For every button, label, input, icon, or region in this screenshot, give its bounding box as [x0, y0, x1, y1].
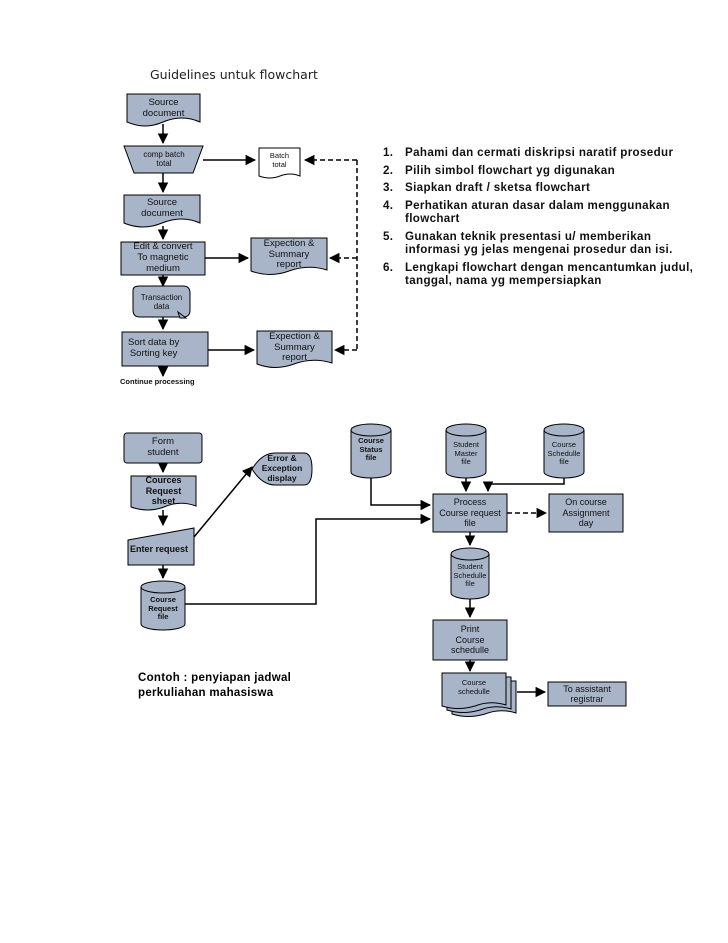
comp-batch-shape	[123, 145, 204, 174]
course-request-sheet-shape	[130, 475, 197, 511]
guideline-item: 2.Pilih simbol flowchart yg digunakan	[383, 163, 616, 177]
transaction-data-label: Transaction data	[140, 292, 183, 311]
on-course-assignment-shape	[548, 493, 624, 533]
error-exception-label: Error & Exception display	[261, 453, 303, 483]
student-master-file-label: Student Master file	[453, 440, 479, 467]
exception-report-2-label: Expection & Summary report	[269, 330, 320, 364]
student-schedule-file-shape	[450, 554, 490, 600]
source-document-1-shape	[126, 93, 201, 127]
page-title: Guidelines untuk flowchart	[150, 67, 318, 82]
guideline-item: 6.Lengkapi flowchart dengan mencantumkan…	[383, 260, 694, 288]
to-assistant-registrar-shape	[547, 681, 627, 707]
print-course-schedule-label: Print Course schedulle	[450, 624, 490, 656]
edit-convert-label: Edit & convert To magnetic medium	[133, 241, 193, 274]
enter-request-shape	[127, 527, 195, 566]
course-schedule-document-shape	[441, 672, 507, 709]
continue-processing-label: Continue processing	[120, 376, 195, 386]
exception-report-1-label: Expection & Summary report	[263, 237, 315, 271]
student-master-file-shape	[445, 430, 487, 479]
course-status-file-label: Course Status file	[358, 436, 384, 463]
guideline-item: 5.Gunakan teknik presentasi u/ memberika…	[383, 229, 673, 257]
course-status-file-shape	[350, 430, 392, 479]
example-caption: Contoh : penyiapan jadwal perkuliahan ma…	[138, 672, 292, 699]
source-document-2-label: Source document	[141, 197, 183, 219]
on-course-assignment-label: On course Assignment day	[562, 497, 610, 529]
guideline-item: 4.Perhatikan aturan dasar dalam mengguna…	[383, 198, 670, 226]
course-schedule-file-label: Course Schedulle file	[547, 440, 581, 467]
course-schedule-document-label: Course schedulle	[458, 678, 490, 696]
enter-request-label: Enter request	[130, 543, 189, 554]
process-course-request-shape	[432, 493, 508, 533]
sort-data-shape	[121, 331, 209, 367]
batch-total-shape	[258, 147, 301, 179]
source-document-2-shape	[123, 194, 201, 228]
guidelines-list: 1.Pahami dan cermati diskripsi naratif p…	[383, 146, 708, 292]
comp-batch-label: comp batch total	[143, 149, 185, 168]
guideline-item: 3.Siapkan draft / sketsa flowchart	[383, 181, 591, 194]
transaction-data-shape	[132, 285, 191, 318]
exception-report-2-shape	[256, 330, 333, 368]
print-course-schedule-shape	[432, 619, 508, 661]
error-exception-shape	[251, 452, 313, 486]
course-schedule-file-shape	[543, 430, 585, 479]
exception-report-1-shape	[250, 237, 328, 275]
guideline-item: 1.Pahami dan cermati diskripsi naratif p…	[383, 146, 674, 159]
course-request-sheet-label: Cources Request sheet	[145, 475, 182, 507]
course-request-file-label: Course Request file	[148, 595, 178, 622]
student-schedule-file-label: Student Schedulle file	[453, 562, 487, 589]
source-document-1-label: Source document	[142, 97, 185, 119]
form-student-label: Form student	[147, 436, 179, 458]
sort-data-label: Sort data by Sorting key	[128, 337, 180, 359]
course-request-file-shape	[140, 587, 186, 631]
process-course-request-label: Process Course request file	[439, 497, 501, 529]
to-assistant-registrar-label: To assistant registrar	[563, 683, 611, 704]
batch-total-label: Batch total	[269, 151, 290, 169]
